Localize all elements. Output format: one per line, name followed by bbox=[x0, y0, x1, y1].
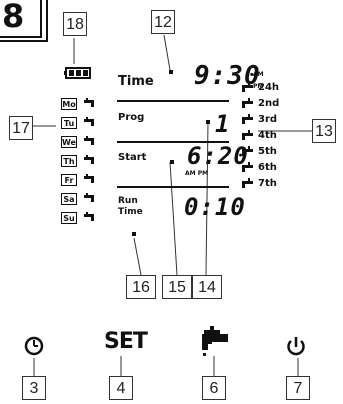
day-th: Th bbox=[61, 155, 77, 167]
clock-icon[interactable] bbox=[22, 334, 46, 358]
start-ampm: AM PM bbox=[185, 170, 209, 177]
start-value: 6:20 bbox=[187, 142, 249, 170]
prog-label: Prog bbox=[118, 112, 145, 123]
day-mo: Mo bbox=[61, 98, 77, 110]
day-we: We bbox=[61, 136, 77, 148]
figure-number: 8 bbox=[2, 0, 25, 35]
callout-4: 4 bbox=[109, 376, 133, 400]
set-button[interactable]: SET bbox=[104, 329, 148, 354]
callout-16: 16 bbox=[126, 275, 156, 299]
run-dot bbox=[132, 232, 136, 236]
callout-15: 15 bbox=[162, 275, 192, 299]
battery-icon bbox=[64, 67, 91, 79]
figure-number-box-shadow bbox=[0, 0, 48, 42]
callout-6: 6 bbox=[202, 376, 226, 400]
day-faucet-icons bbox=[84, 98, 94, 221]
start-dot bbox=[170, 160, 174, 164]
program-faucet-icons bbox=[242, 82, 253, 188]
program-2nd: 2nd bbox=[258, 98, 280, 109]
divider-3 bbox=[117, 186, 229, 188]
callout-13: 13 bbox=[312, 119, 336, 143]
power-icon[interactable] bbox=[284, 334, 308, 358]
divider-2 bbox=[117, 141, 229, 143]
time-label: Time bbox=[118, 74, 154, 89]
lcd-display: Time 9:30 AM PM Prog 1 Start 6:20 AM PM … bbox=[56, 60, 280, 260]
program-6th: 6th bbox=[258, 162, 277, 173]
callout-18: 18 bbox=[63, 12, 87, 36]
run-label-2: Time bbox=[118, 207, 143, 217]
program-24h: 24h bbox=[258, 82, 280, 93]
run-value: 0:10 bbox=[184, 193, 246, 221]
day-su: Su bbox=[61, 212, 77, 224]
callout-3: 3 bbox=[22, 376, 46, 400]
prog-value: 1 bbox=[215, 110, 231, 138]
divider-1 bbox=[117, 100, 229, 102]
program-7th: 7th bbox=[258, 178, 277, 189]
figure-number-box bbox=[0, 0, 42, 38]
program-4th: 4th bbox=[258, 130, 277, 141]
program-5th: 5th bbox=[258, 146, 277, 157]
day-sa: Sa bbox=[61, 193, 77, 205]
prog-dot bbox=[206, 120, 210, 124]
start-label: Start bbox=[118, 152, 147, 163]
time-dot bbox=[169, 70, 173, 74]
faucet-icon[interactable] bbox=[196, 324, 232, 360]
time-am: AM bbox=[253, 71, 264, 78]
time-pm: PM bbox=[253, 83, 264, 90]
callout-7: 7 bbox=[286, 376, 310, 400]
callout-14: 14 bbox=[192, 275, 222, 299]
callout-17: 17 bbox=[9, 116, 33, 140]
callout-12: 12 bbox=[151, 10, 175, 34]
program-3rd: 3rd bbox=[258, 114, 278, 125]
day-tu: Tu bbox=[61, 117, 77, 129]
day-fr: Fr bbox=[61, 174, 77, 186]
run-label-1: Run bbox=[118, 196, 138, 206]
